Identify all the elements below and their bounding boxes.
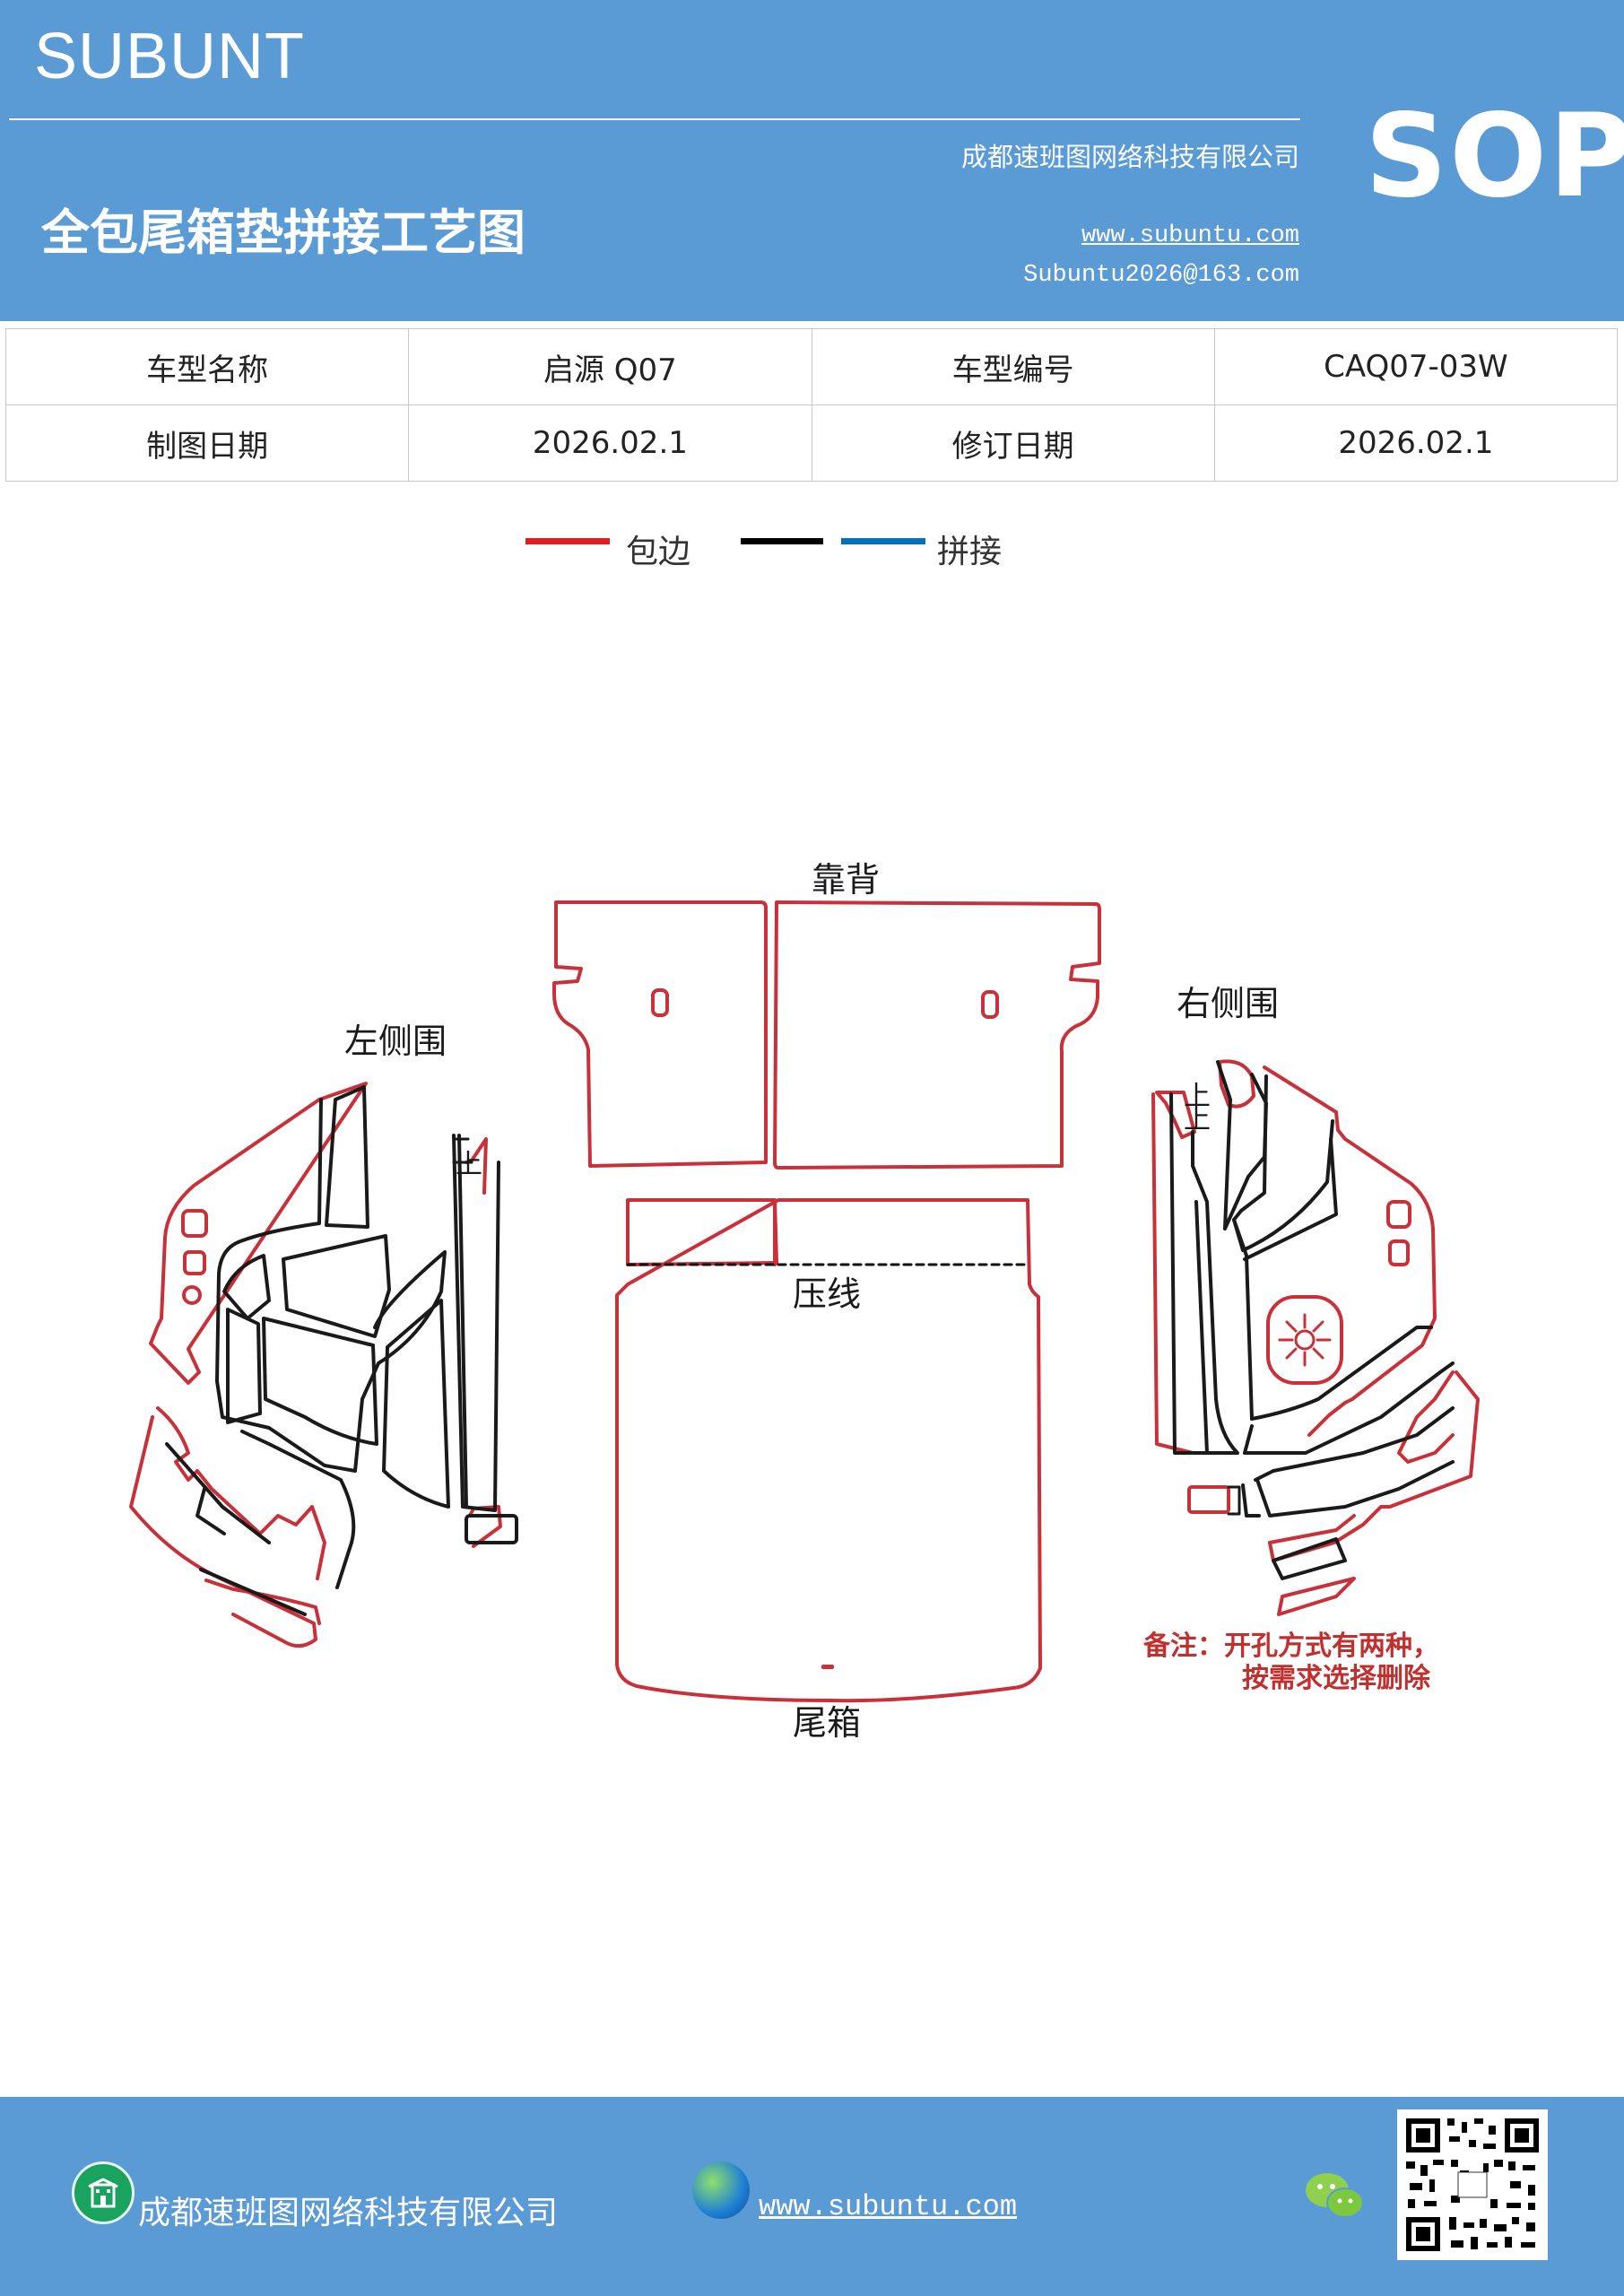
note: 备注：开孔方式有两种， 按需求选择删除 [1143,1631,1439,1695]
footer-banner: 成都速班图网络科技有限公司 www.subuntu.com [0,2097,1624,2296]
brand-name: SUBUNT [34,21,306,92]
table-row: 车型名称 启源 Q07 车型编号 CAQ07-03W [4,328,1619,405]
table-row: 制图日期 2026.02.1 修订日期 2026.02.1 [4,404,1619,482]
legend-red-line [525,538,610,544]
sun-hole-icon [1278,1313,1332,1367]
document-title: 全包尾箱垫拼接工艺图 [41,204,525,261]
label-right-side: 右侧围 [1177,984,1279,1023]
note-line-2: 按需求选择删除 [1242,1663,1430,1694]
label-backrest: 靠背 [812,860,880,900]
qr-code[interactable] [1397,2109,1548,2260]
backrest-left-hole [651,988,669,1017]
value-model-code: CAQ07-03W [1213,328,1619,405]
label-revision-date: 修订日期 [811,404,1215,482]
legend: 包边 拼接 [0,520,1624,574]
backrest-right-panel [773,900,1101,1170]
legend-wrap-edge-label: 包边 [626,534,691,570]
note-line-1: 备注：开孔方式有两种， [1143,1631,1439,1662]
footer-company: 成都速班图网络科技有限公司 [138,2195,559,2231]
backrest-left-panel [552,900,768,1168]
legend-black-line [741,538,823,544]
legend-splice-label: 拼接 [937,534,1003,570]
backrest-right-hole [981,990,999,1019]
wechat-icon [1306,2173,1364,2218]
header-divider [9,118,1300,120]
trunk-hole [821,1665,834,1669]
website-link[interactable]: www.subuntu.com [1081,222,1299,249]
footer-website-link[interactable]: www.subuntu.com [759,2190,1018,2223]
value-revision-date: 2026.02.1 [1213,404,1619,482]
left-side-panel: 上 [129,1082,518,1648]
right-side-up-marker-2: 上 [1184,1104,1211,1135]
label-model-name: 车型名称 [4,328,410,405]
value-drawing-date: 2026.02.1 [408,404,812,482]
label-trunk: 尾箱 [793,1703,861,1743]
company-name: 成都速班图网络科技有限公司 [960,142,1299,172]
legend-blue-line [841,538,925,544]
right-side-panel: 上 上 [1151,1059,1480,1616]
label-crease: 压线 [793,1274,861,1314]
right-side-up-marker: 上 [1184,1081,1211,1112]
value-model-name: 启源 Q07 [408,328,812,405]
label-left-side: 左侧围 [344,1022,447,1061]
left-side-up-marker: 上 [456,1149,482,1180]
building-icon [72,2161,135,2224]
header-banner: SUBUNT 成都速班图网络科技有限公司 SOP 全包尾箱垫拼接工艺图 www.… [0,0,1624,321]
globe-icon [692,2161,750,2219]
sop-badge: SOP [1365,90,1624,223]
label-model-code: 车型编号 [811,328,1215,405]
vehicle-info-table: 车型名称 启源 Q07 车型编号 CAQ07-03W 制图日期 2026.02.… [4,328,1619,482]
label-drawing-date: 制图日期 [4,404,410,482]
email-address: Subuntu2026@163.com [1023,262,1299,289]
